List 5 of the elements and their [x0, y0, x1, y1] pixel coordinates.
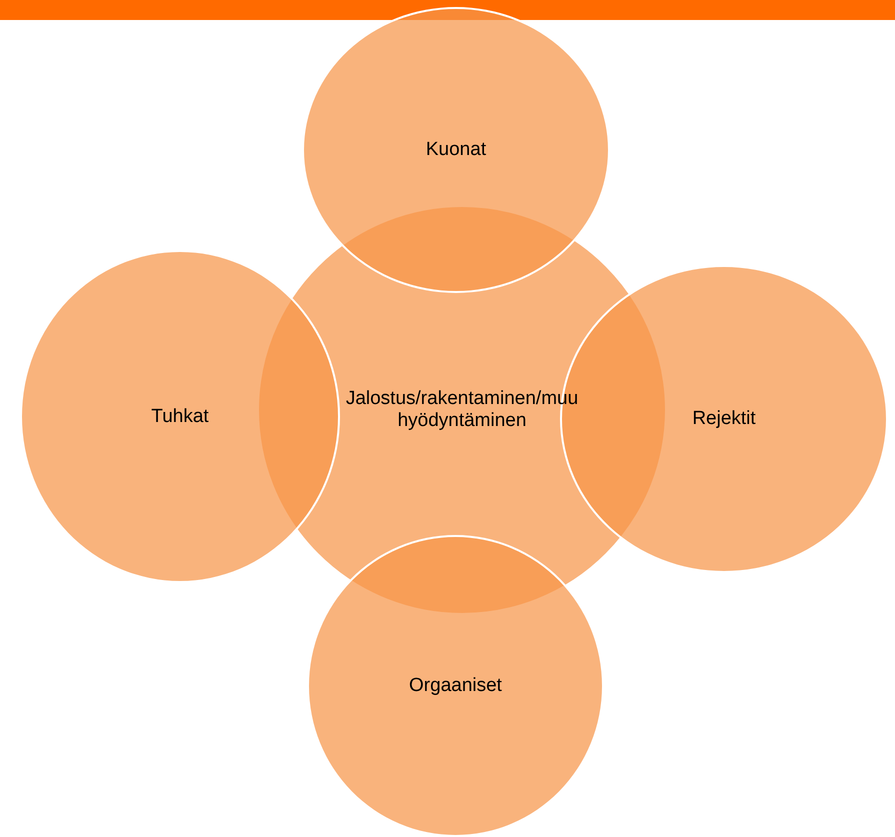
circle-label: Kuonat	[426, 139, 486, 161]
circle-label: Orgaaniset	[409, 675, 502, 697]
circle-label: Tuhkat	[151, 406, 209, 428]
circle-label: Rejektit	[692, 408, 756, 430]
circle-label: Jalostus/rakentaminen/muu hyödyntäminen	[344, 388, 580, 432]
